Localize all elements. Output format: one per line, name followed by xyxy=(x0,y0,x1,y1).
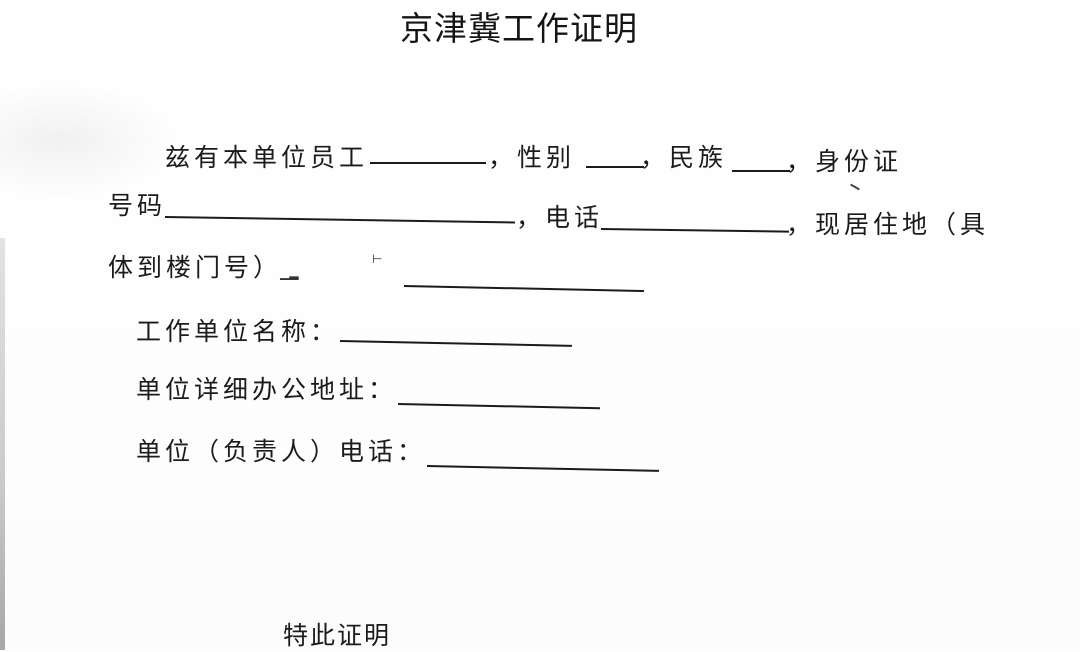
supervisor-phone-label: 单位（负责人）电话： xyxy=(136,437,427,466)
office-address-blank[interactable] xyxy=(397,403,600,410)
phone-blank[interactable] xyxy=(600,228,789,233)
residence-label: ，现居住地（具 xyxy=(786,210,990,239)
gender-label: ，性别 xyxy=(488,143,576,172)
id-number-label: 号码 xyxy=(108,191,167,220)
intro-text: 兹有本单位员工 xyxy=(165,143,369,172)
ethnicity-label: ，民族 xyxy=(640,143,728,172)
employee-name-blank[interactable] xyxy=(370,162,486,164)
company-name-blank[interactable] xyxy=(339,340,572,347)
id-number-blank[interactable] xyxy=(164,216,515,224)
scan-smudge: ▁▂ xyxy=(280,266,299,280)
gender-blank[interactable] xyxy=(586,166,644,168)
company-name-label: 工作单位名称： xyxy=(136,317,340,346)
scan-edge-shadow xyxy=(0,238,5,650)
office-address-label: 单位详细办公地址： xyxy=(136,375,398,404)
stray-mark xyxy=(850,183,860,191)
residence-blank[interactable] xyxy=(403,285,644,293)
supervisor-phone-blank[interactable] xyxy=(426,465,659,472)
id-card-label: ，身份证 xyxy=(786,147,903,176)
document-title: 京津冀工作证明 xyxy=(400,9,638,48)
closing-text: 特此证明 xyxy=(283,621,392,650)
ethnicity-blank[interactable] xyxy=(732,170,790,172)
phone-label: ，电话 xyxy=(516,203,604,232)
residence-detail-label: 体到楼门号） xyxy=(108,253,283,282)
scan-smudge: ⊢ xyxy=(372,252,383,266)
